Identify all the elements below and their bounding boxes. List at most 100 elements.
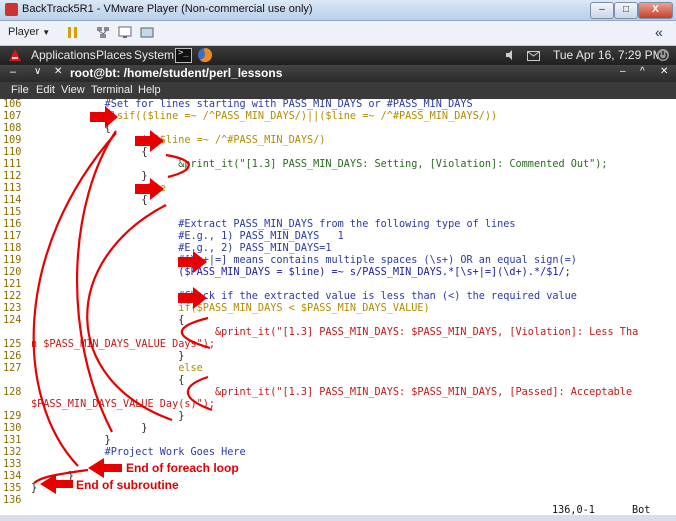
line-number: 110 xyxy=(3,147,22,158)
unity-icon[interactable] xyxy=(140,26,154,39)
menu-help[interactable]: Help xyxy=(138,84,161,96)
arrow-end-subroutine xyxy=(40,474,73,494)
arrow-line-123 xyxy=(178,287,207,309)
window-menu-icon[interactable]: – xyxy=(10,66,17,78)
line-number: 123 xyxy=(3,303,22,314)
terminal-launcher-icon[interactable]: >_ xyxy=(175,48,192,63)
code-text: elsif(($line =~ /^PASS_MIN_DAYS/)||($lin… xyxy=(31,111,498,122)
line-number: 124 xyxy=(3,315,22,326)
code-text: &print_it("[1.3] PASS_MIN_DAYS: $PASS_MI… xyxy=(31,387,633,398)
firefox-icon[interactable] xyxy=(197,47,213,63)
clock[interactable]: Tue Apr 16, 7:29 PM xyxy=(553,48,663,62)
code-text: { xyxy=(31,147,148,158)
code-text: #E.g., 1) PASS_MIN_DAYS 1 xyxy=(31,231,344,242)
menu-edit[interactable]: Edit xyxy=(36,84,55,96)
system-menu[interactable]: System xyxy=(134,48,175,62)
line-number: 133 xyxy=(3,459,22,470)
annotation-arrows xyxy=(40,106,207,494)
code-text: &print_it("[1.3] PASS_MIN_DAYS: $PASS_MI… xyxy=(31,327,639,338)
line-number: 111 xyxy=(3,159,22,170)
code-text: } xyxy=(31,483,38,494)
pause-icon[interactable] xyxy=(66,26,80,39)
applications-menu[interactable]: Applications xyxy=(31,48,96,62)
code-text: } xyxy=(31,351,185,362)
vmware-toolbar: Player ▼ « xyxy=(0,21,676,46)
places-menu[interactable]: Places xyxy=(96,48,133,62)
code-text: #Set for lines starting with PASS_MIN_DA… xyxy=(31,99,473,110)
player-menu[interactable]: Player ▼ xyxy=(8,26,50,38)
close-icon[interactable]: ✕ xyxy=(660,66,669,77)
code-text: #E.g., 2) PASS_MIN_DAYS=1 xyxy=(31,243,332,254)
arrow-line-120 xyxy=(178,251,207,273)
code-text: { xyxy=(31,195,148,206)
code-text: } xyxy=(31,411,185,422)
code-text: } xyxy=(31,435,111,446)
volume-icon[interactable] xyxy=(505,49,517,61)
maximize-icon[interactable]: ^ xyxy=(640,66,645,77)
close-icon[interactable]: ✕ xyxy=(54,66,63,77)
network-icon[interactable] xyxy=(96,26,110,39)
line-number: 136 xyxy=(3,495,22,506)
line-number: 126 xyxy=(3,351,22,362)
line-number: 120 xyxy=(3,267,22,278)
annotation-end-foreach: End of foreach loop xyxy=(126,461,239,475)
close-button[interactable]: X xyxy=(638,2,673,19)
terminal-title: root@bt: /home/student/perl_lessons xyxy=(70,66,283,80)
menu-terminal[interactable]: Terminal xyxy=(91,84,133,96)
terminal-content[interactable]: 106 #Set for lines starting with PASS_MI… xyxy=(0,99,676,515)
terminal-titlebar: – ∨ ✕ root@bt: /home/student/perl_lesson… xyxy=(0,65,676,82)
code-text: $PASS_MIN_DAYS_VALUE Day(s)"); xyxy=(31,399,216,410)
line-number: 108 xyxy=(3,123,22,134)
code-text: { xyxy=(31,315,185,326)
line-number: 134 xyxy=(3,471,22,482)
line-number: 125 xyxy=(3,339,22,350)
collapse-toolbar-icon[interactable]: « xyxy=(655,24,663,40)
line-number: 119 xyxy=(3,255,22,266)
code-text: ($PASS_MIN_DAYS = $line) =~ s/PASS_MIN_D… xyxy=(31,267,571,278)
vmware-app-icon xyxy=(5,3,18,16)
line-number: 118 xyxy=(3,243,22,254)
line-number: 130 xyxy=(3,423,22,434)
line-number: 113 xyxy=(3,183,22,194)
arrow-end-foreach xyxy=(88,458,122,478)
line-number: 112 xyxy=(3,171,22,182)
code-text: &print_it("[1.3] PASS_MIN_DAYS: Setting,… xyxy=(31,159,608,170)
maximize-button[interactable]: □ xyxy=(614,2,638,19)
line-number: 128 xyxy=(3,387,22,398)
arrow-line-109 xyxy=(135,130,164,152)
minimize-icon[interactable]: – xyxy=(620,66,626,77)
annotation-end-subroutine: End of subroutine xyxy=(76,478,179,492)
power-icon[interactable] xyxy=(656,48,670,62)
arrow-line-113 xyxy=(135,178,164,200)
line-number: 115 xyxy=(3,207,22,218)
code-text: } xyxy=(31,171,148,182)
code-text: } xyxy=(67,471,74,482)
chevron-down-icon[interactable]: ∨ xyxy=(34,66,42,77)
code-text: { xyxy=(31,375,185,386)
line-number: 116 xyxy=(3,219,22,230)
line-number: 135 xyxy=(3,483,22,494)
line-number: 106 xyxy=(3,99,22,110)
mail-icon[interactable] xyxy=(527,50,540,61)
terminal-menubar: File Edit View Terminal Help xyxy=(0,82,676,99)
backtrack-logo-icon[interactable] xyxy=(8,48,22,62)
line-number: 109 xyxy=(3,135,22,146)
window-bottom-edge xyxy=(0,515,676,521)
line-number: 114 xyxy=(3,195,22,206)
minimize-button[interactable]: – xyxy=(590,2,614,19)
menu-view[interactable]: View xyxy=(61,84,85,96)
screen-icon[interactable] xyxy=(118,26,132,39)
code-text: if($line =~ /^#PASS_MIN_DAYS/) xyxy=(31,135,326,146)
chevron-down-icon[interactable]: ▼ xyxy=(42,28,51,37)
line-number: 129 xyxy=(3,411,22,422)
player-label[interactable]: Player xyxy=(8,26,40,38)
window-title: BackTrack5R1 - VMware Player (Non-commer… xyxy=(22,3,313,15)
window-titlebar: BackTrack5R1 - VMware Player (Non-commer… xyxy=(0,0,676,21)
vim-cursor-position: 136,0-1 xyxy=(552,505,595,516)
arrow-line-107 xyxy=(90,106,118,128)
line-number: 107 xyxy=(3,111,22,122)
vim-scroll-position: Bot xyxy=(632,505,651,516)
code-text: { xyxy=(31,123,111,134)
menu-file[interactable]: File xyxy=(11,84,29,96)
